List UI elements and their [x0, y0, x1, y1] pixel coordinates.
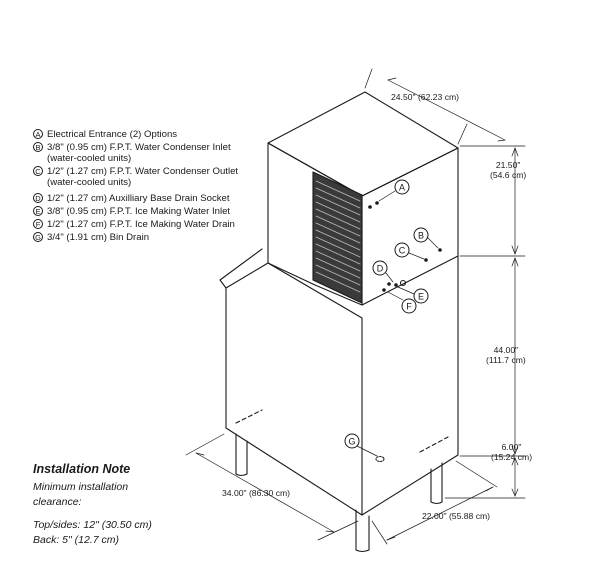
legend-item-c: C 1/2" (1.27 cm) F.P.T. Water Condenser …	[33, 166, 278, 188]
leg-left	[235, 433, 248, 477]
head-top-face	[267, 91, 459, 197]
legend-text: 3/4" (1.91 cm) Bin Drain	[47, 232, 150, 243]
legend-key: B	[33, 142, 43, 152]
legend-key: D	[33, 193, 43, 203]
legend-key: C	[33, 166, 43, 176]
legend-item-f: F 1/2" (1.27 cm) F.P.T. Ice Making Water…	[33, 219, 278, 230]
callout-f: F	[406, 302, 412, 312]
dimension-bin-depth: 22.00" (55.88 cm)	[422, 511, 491, 521]
legend-item-g: G 3/4" (1.91 cm) Bin Drain	[33, 232, 278, 243]
dimension-head-height: 21.50" (54.6 cm)	[490, 160, 527, 180]
connection-legend: A Electrical Entrance (2) Options B 3/8"…	[33, 129, 278, 245]
legend-key: G	[33, 232, 43, 242]
legend-key: A	[33, 129, 43, 139]
legend-text: 1/2" (1.27 cm) Auxilliary Base Drain Soc…	[47, 193, 230, 204]
bin-right-face	[361, 255, 459, 516]
note-line: Back: 5" (12.7 cm)	[33, 534, 120, 546]
legend-item-d: D 1/2" (1.27 cm) Auxilliary Base Drain S…	[33, 193, 278, 204]
legend-key: F	[33, 219, 43, 229]
legend-text: 3/8" (0.95 cm) F.P.T. Ice Making Water I…	[47, 206, 231, 217]
leg-right	[430, 462, 443, 505]
callout-c: C	[399, 246, 406, 256]
callout-d: D	[377, 264, 384, 274]
bin-front-face	[225, 262, 363, 516]
head-right-face	[361, 147, 459, 306]
callout-e: E	[418, 292, 424, 302]
dimension-bin-width: 34.00" (86.30 cm)	[222, 488, 291, 498]
legend-text: 1/2" (1.27 cm) F.P.T. Ice Making Water D…	[47, 219, 235, 230]
note-line: clearance:	[33, 496, 82, 508]
note-line: Minimum installation	[33, 481, 129, 493]
legend-text: 3/8" (0.95 cm) F.P.T. Water Condenser In…	[47, 142, 231, 164]
legend-item-b: B 3/8" (0.95 cm) F.P.T. Water Condenser …	[33, 142, 278, 164]
installation-note-title: Installation Note	[33, 462, 131, 476]
callout-b: B	[418, 231, 424, 241]
callout-a: A	[399, 183, 405, 193]
installation-note: Installation Note Minimum installation c…	[33, 462, 233, 548]
dimension-leg-height: 6.00" (15.24 cm)	[491, 442, 533, 462]
dimension-top-width: 24.50" (62.23 cm)	[391, 92, 460, 102]
bin-top-lip	[219, 248, 269, 289]
note-line: Top/sides: 12" (30.50 cm)	[33, 519, 152, 531]
callout-g: G	[348, 437, 355, 447]
legend-text: Electrical Entrance (2) Options	[47, 129, 178, 140]
legend-item-a: A Electrical Entrance (2) Options	[33, 129, 278, 140]
dimension-bin-height: 44.00" (111.7 cm)	[486, 345, 526, 365]
legend-key: E	[33, 206, 43, 216]
legend-text: 1/2" (1.27 cm) F.P.T. Water Condenser Ou…	[47, 166, 239, 188]
legend-item-e: E 3/8" (0.95 cm) F.P.T. Ice Making Water…	[33, 206, 278, 217]
louver-panel	[312, 171, 363, 304]
leg-front	[355, 509, 370, 553]
